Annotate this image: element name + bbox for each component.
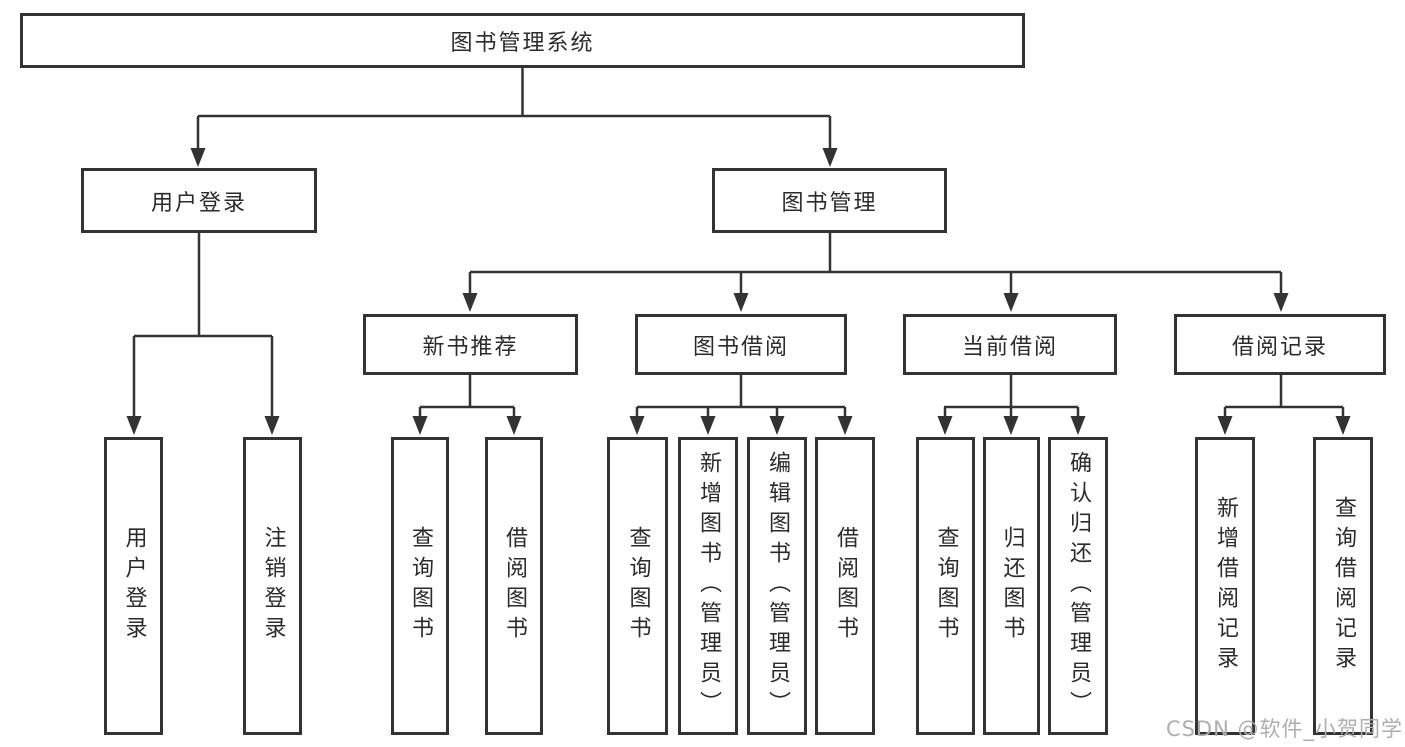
node-br-add-record-label: 新增借阅记录 (1213, 496, 1238, 676)
node-current-borrow-label: 当前借阅 (961, 334, 1058, 360)
node-book-borrow-label: 图书借阅 (692, 334, 789, 360)
node-borrow-records: 借阅记录 (1174, 314, 1386, 375)
node-login: 用户登录 (104, 437, 163, 735)
node-cb-return-books-label: 归还图书 (999, 526, 1025, 646)
node-login-label: 用户登录 (121, 526, 147, 646)
node-library-system: 图书管理系统 (20, 13, 1025, 68)
node-user-login: 用户登录 (81, 168, 317, 233)
node-book-borrow: 图书借阅 (635, 314, 847, 375)
node-logout: 注销登录 (243, 437, 302, 735)
node-new-book-recommend-label: 新书推荐 (422, 334, 519, 360)
node-bb-query-books: 查询图书 (607, 437, 668, 735)
node-library-system-label: 图书管理系统 (450, 30, 595, 56)
node-bb-query-books-label: 查询图书 (625, 526, 651, 646)
node-rec-query-books: 查询图书 (391, 437, 449, 735)
node-cb-query-books: 查询图书 (916, 437, 975, 735)
node-bb-add-books-label: 新增图书（管理员） (696, 451, 721, 721)
node-rec-borrow-books: 借阅图书 (485, 437, 543, 735)
node-cb-query-books-label: 查询图书 (933, 526, 959, 646)
node-book-management: 图书管理 (712, 168, 947, 233)
node-new-book-recommend: 新书推荐 (363, 314, 578, 375)
node-cb-return-books: 归还图书 (983, 437, 1040, 735)
node-bb-edit-books: 编辑图书（管理员） (747, 437, 807, 735)
node-logout-label: 注销登录 (260, 526, 286, 646)
node-rec-query-books-label: 查询图书 (408, 526, 433, 646)
node-bb-borrow-books-label: 借阅图书 (833, 526, 858, 646)
node-cb-confirm-return-label: 确认归还（管理员） (1066, 451, 1091, 721)
watermark: CSDN @软件_小贺同学 (1165, 717, 1403, 741)
node-rec-borrow-books-label: 借阅图书 (502, 526, 527, 646)
node-bb-borrow-books: 借阅图书 (815, 437, 875, 735)
node-br-query-record-label: 查询借阅记录 (1331, 496, 1356, 676)
node-bb-edit-books-label: 编辑图书（管理员） (765, 451, 790, 721)
node-br-query-record: 查询借阅记录 (1313, 437, 1373, 735)
node-br-add-record: 新增借阅记录 (1195, 437, 1255, 735)
node-bb-add-books: 新增图书（管理员） (678, 437, 738, 735)
node-user-login-label: 用户登录 (150, 190, 247, 216)
node-current-borrow: 当前借阅 (903, 314, 1117, 375)
node-borrow-records-label: 借阅记录 (1231, 334, 1328, 360)
node-cb-confirm-return: 确认归还（管理员） (1048, 437, 1108, 735)
node-book-management-label: 图书管理 (781, 190, 878, 216)
